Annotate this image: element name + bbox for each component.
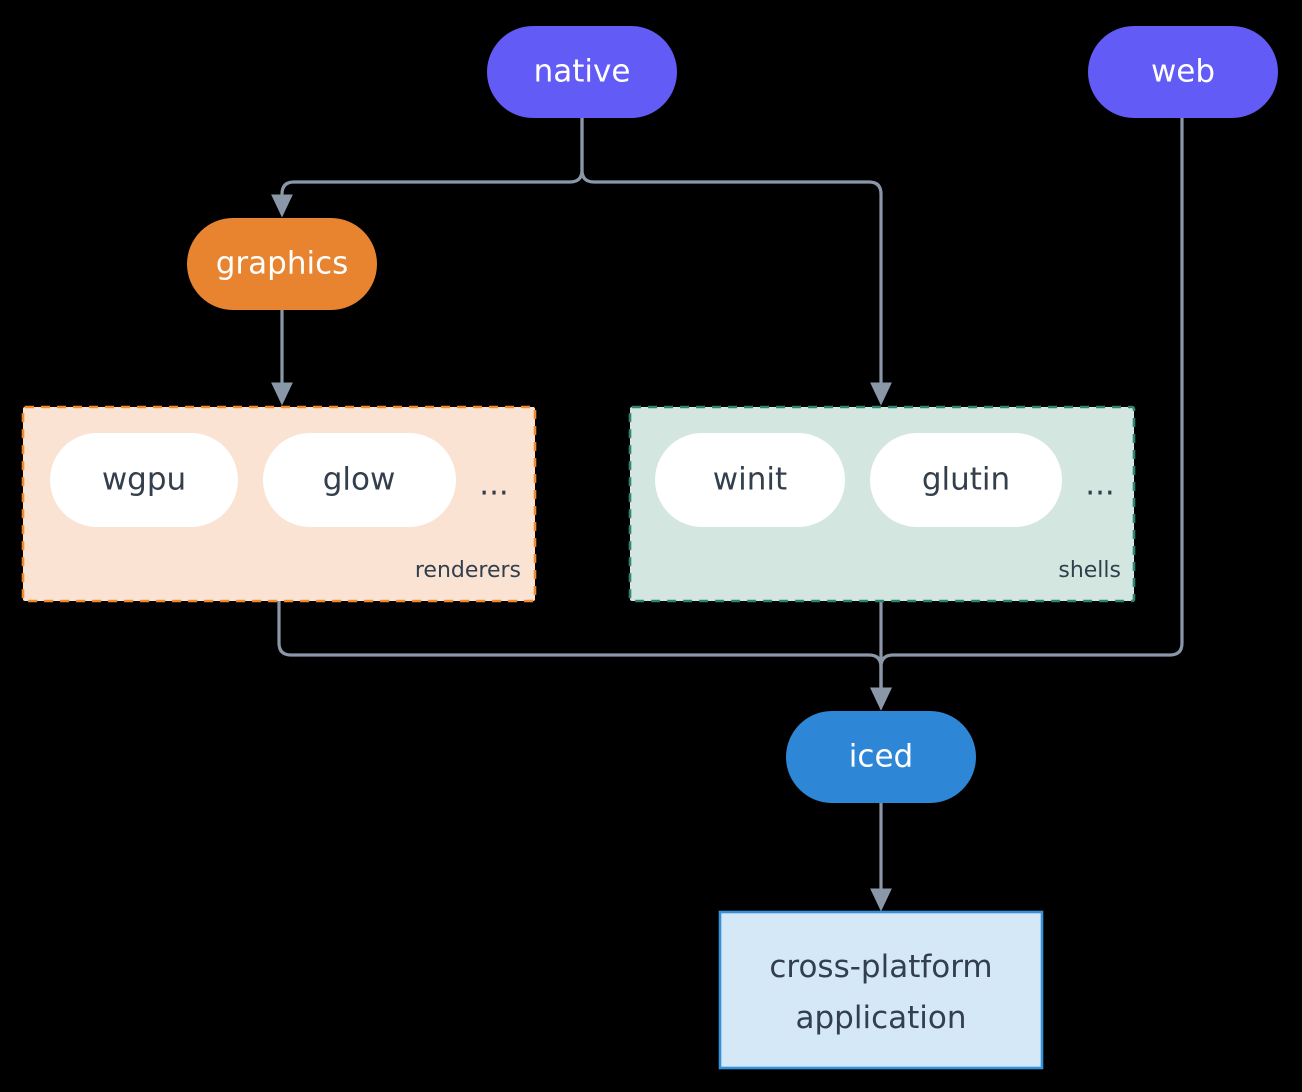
node-iced[interactable]: iced xyxy=(786,711,976,803)
node-web-label: web xyxy=(1151,54,1215,90)
node-native-label: native xyxy=(534,54,631,90)
node-glutin[interactable] xyxy=(870,433,1062,527)
group-shells: winit glutin ... shells xyxy=(628,405,1136,603)
node-native[interactable]: native xyxy=(487,26,677,118)
edge-native-to-shells xyxy=(580,116,892,406)
node-graphics-label: graphics xyxy=(216,246,349,282)
node-web[interactable]: web xyxy=(1088,26,1278,118)
node-winit[interactable] xyxy=(655,433,845,527)
group-renderers-caption: renderers xyxy=(415,558,521,583)
edge-native-to-graphics xyxy=(271,116,584,218)
node-application[interactable]: cross-platform application xyxy=(718,910,1044,1070)
edge-web-to-iced xyxy=(870,116,1184,711)
node-graphics[interactable]: graphics xyxy=(187,218,377,310)
group-shells-caption: shells xyxy=(1058,558,1121,583)
node-iced-shape[interactable] xyxy=(786,711,976,803)
node-wgpu[interactable] xyxy=(50,433,238,527)
group-renderers: wgpu glow ... renderers xyxy=(21,405,537,603)
node-web-shape[interactable] xyxy=(1088,26,1278,118)
node-iced-label: iced xyxy=(849,739,913,775)
node-native-shape[interactable] xyxy=(487,26,677,118)
node-glutin-label: glutin xyxy=(922,462,1010,498)
node-application-shape[interactable] xyxy=(718,910,1044,1070)
node-wgpu-label: wgpu xyxy=(102,462,186,498)
node-glow-label: glow xyxy=(323,462,396,498)
node-application-label-line-2: application xyxy=(796,1000,967,1036)
renderers-ellipsis: ... xyxy=(479,467,509,503)
edge-renderers-to-iced xyxy=(277,599,892,711)
shells-ellipsis: ... xyxy=(1085,467,1115,503)
node-application-label-line-1: cross-platform xyxy=(769,949,992,985)
node-glow[interactable] xyxy=(263,433,456,527)
node-winit-label: winit xyxy=(713,462,787,498)
edge-layer xyxy=(271,116,1184,912)
node-graphics-shape[interactable] xyxy=(187,218,377,310)
